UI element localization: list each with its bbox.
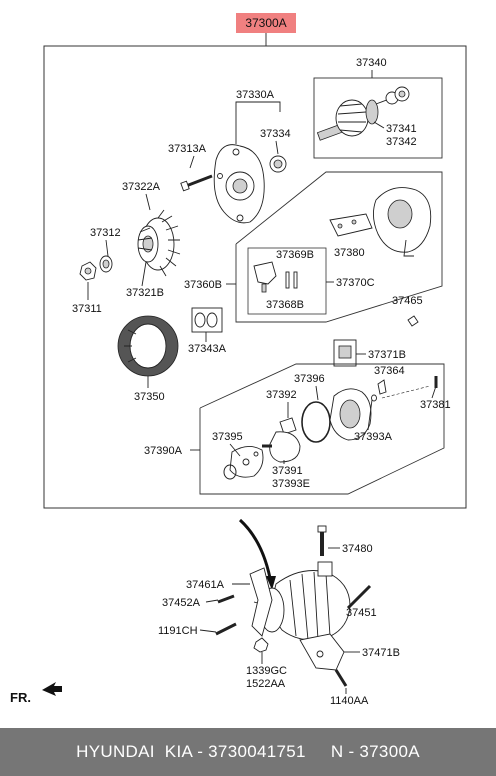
- label-adjuster-bracket[interactable]: 37471B: [362, 647, 400, 659]
- brush-box: [247, 247, 327, 315]
- label-bolt[interactable]: 37313A: [168, 143, 207, 155]
- label-bracket-bolt[interactable]: 37452A: [162, 597, 201, 609]
- rectifier-box: [235, 171, 443, 323]
- vacuum-seal-ring: [223, 464, 237, 480]
- pulley: [137, 225, 159, 263]
- rotor-box: [313, 77, 443, 159]
- label-screw-a[interactable]: 37364: [374, 365, 405, 377]
- mount-bracket: [249, 567, 273, 637]
- front-direction-arrow: [42, 682, 62, 696]
- label-fan[interactable]: 37322A: [122, 181, 161, 193]
- label-main-assembly[interactable]: 37300A: [245, 16, 286, 30]
- label-vacuum-seal[interactable]: 37395: [212, 431, 243, 443]
- label-nut-b[interactable]: 1522AA: [246, 678, 286, 690]
- label-rear-bracket[interactable]: 37393A: [354, 431, 393, 443]
- vacuum-box: [199, 363, 445, 495]
- label-adjust-bolt[interactable]: 1140AA: [330, 695, 369, 707]
- assembly-arrow: [238, 518, 272, 579]
- vacuum-housing: [329, 388, 372, 441]
- front-direction-label: FR.: [10, 690, 31, 705]
- label-pulley[interactable]: 37321B: [126, 287, 164, 299]
- vacuum-cover: [229, 446, 264, 478]
- screw-a: [377, 379, 387, 395]
- rectifier-plate: [329, 213, 373, 237]
- label-cover-seal[interactable]: 37392: [266, 389, 297, 401]
- main-frame: [43, 45, 467, 509]
- bolt: [180, 174, 213, 192]
- label-brush[interactable]: 37368B: [266, 299, 304, 311]
- brush-holder: [253, 261, 298, 293]
- label-rotor-bearing-front[interactable]: 37341: [386, 123, 417, 135]
- label-nut[interactable]: 37311: [72, 303, 102, 315]
- label-regulator[interactable]: 37371B: [368, 349, 406, 361]
- o-ring: [301, 401, 331, 443]
- part-number-footer: HYUNDAI KIA - 3730041751 N - 37300A: [0, 728, 496, 776]
- label-rotor-bearing-rear[interactable]: 37342: [386, 136, 417, 148]
- rear-bracket-cover: [373, 187, 432, 257]
- regulator: [338, 345, 352, 359]
- rear-cover-clip: [407, 315, 419, 327]
- label-brush-spring-part[interactable]: 37369B: [276, 249, 314, 261]
- label-through-bolt[interactable]: 37480: [342, 543, 373, 555]
- regulator-box: [333, 339, 357, 367]
- vacuum-rotor: [262, 431, 301, 463]
- stator: [117, 315, 179, 377]
- label-rectifier-group[interactable]: 37360B: [184, 279, 222, 291]
- main-assembly-highlight: [236, 13, 296, 33]
- label-nut-a[interactable]: 1339GC: [246, 665, 287, 677]
- collar: [99, 255, 113, 273]
- label-rectifier-plate[interactable]: 37380: [334, 247, 365, 259]
- adjuster-bracket: [299, 633, 345, 671]
- label-rotor-group[interactable]: 37340: [356, 57, 387, 69]
- footer-text: HYUNDAI KIA - 3730041751 N - 37300A: [76, 742, 420, 761]
- front-bracket: [213, 144, 287, 224]
- label-vacuum-rotor[interactable]: 37391: [272, 465, 303, 477]
- label-long-bolt[interactable]: 37451: [346, 607, 377, 619]
- label-o-ring[interactable]: 37396: [294, 373, 325, 385]
- label-mount-bracket[interactable]: 37461A: [186, 579, 225, 591]
- label-vacuum-group[interactable]: 37390A: [144, 445, 183, 457]
- cover-seal: [279, 417, 297, 435]
- label-brush-holder-group[interactable]: 37370C: [336, 277, 375, 289]
- label-flange-bolt[interactable]: 1191CH: [158, 625, 198, 637]
- label-rear-bracket-bolt[interactable]: 37381: [420, 399, 451, 411]
- label-bush-set[interactable]: 37343A: [188, 343, 227, 355]
- label-vacuum-cover[interactable]: 37393E: [272, 478, 310, 490]
- label-rear-cover[interactable]: 37465: [392, 295, 423, 307]
- label-bracket-group[interactable]: 37330A: [236, 89, 275, 101]
- nut: [79, 261, 97, 281]
- bush-set-box: [191, 307, 223, 333]
- assembled-alternator: [253, 561, 351, 641]
- rotor: [316, 86, 410, 141]
- label-stator[interactable]: 37350: [134, 391, 165, 403]
- label-bracket-bearing[interactable]: 37334: [260, 128, 291, 140]
- label-pulley-collar[interactable]: 37312: [90, 227, 121, 239]
- alternator-parts-diagram: 37300A 37340 37341 37342 37330A 37334 37…: [42, 13, 467, 707]
